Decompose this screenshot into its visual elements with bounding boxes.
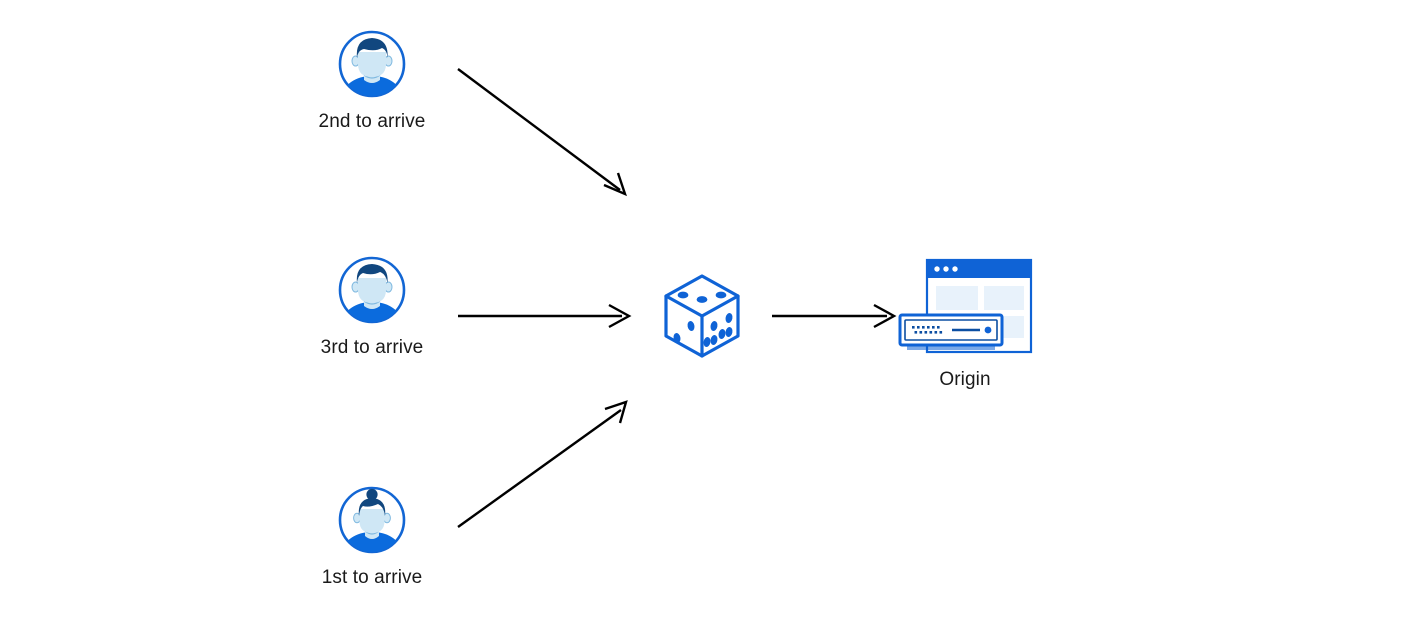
- dice-left-pips: [673, 321, 695, 343]
- origin-server-icon: [898, 258, 1033, 354]
- dice-icon: [664, 274, 740, 358]
- connector-loadbalancer-to-origin: [772, 303, 897, 329]
- node-load-balancer[interactable]: [659, 270, 745, 362]
- node-label: 3rd to arrive: [320, 337, 424, 358]
- connector-1st-to-loadbalancer: [457, 400, 628, 528]
- node-origin[interactable]: Origin: [897, 258, 1033, 392]
- node-visitor-2nd[interactable]: 2nd to arrive: [319, 28, 425, 134]
- dice-right-pips: [703, 313, 733, 347]
- connector-3rd-to-loadbalancer: [458, 303, 632, 329]
- node-label: 2nd to arrive: [318, 111, 426, 132]
- dice-top-pips: [677, 291, 727, 303]
- node-visitor-1st[interactable]: 1st to arrive: [322, 484, 422, 590]
- server-device-icon: [898, 313, 1004, 350]
- node-label: Origin: [939, 369, 991, 390]
- connector-2nd-to-loadbalancer: [457, 68, 627, 197]
- node-visitor-3rd[interactable]: 3rd to arrive: [321, 254, 423, 360]
- user-avatar-icon: [338, 30, 406, 98]
- node-label: 1st to arrive: [321, 567, 423, 588]
- user-avatar-icon: [338, 256, 406, 324]
- user-avatar-icon: [338, 486, 406, 554]
